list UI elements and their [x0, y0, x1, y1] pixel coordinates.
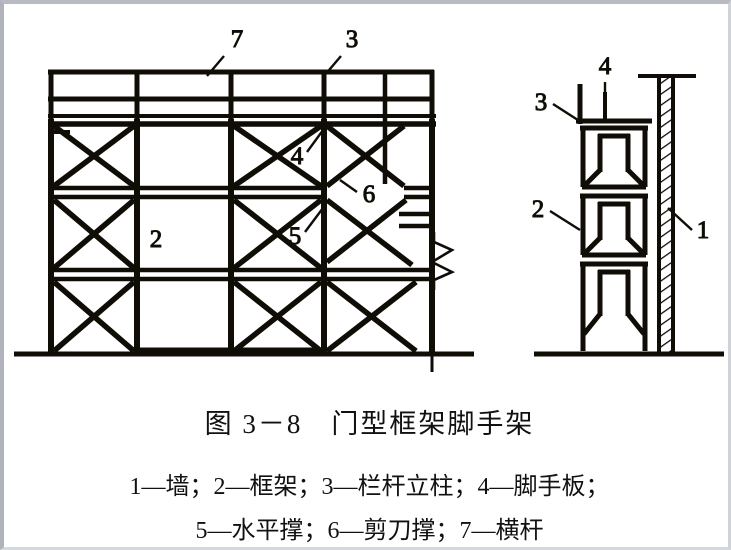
brace-D2-b: [325, 197, 408, 265]
callout-3-elevation: 3: [323, 26, 359, 77]
cross-brace-bay-D: [325, 123, 418, 354]
guardrail-assembly: [48, 69, 436, 184]
scaffold-technical-drawing: 7 3 4 6 5 2: [14, 26, 724, 372]
ledgers: [51, 185, 432, 282]
callout-5-elevation: 5: [288, 203, 327, 251]
callout-layer: 7 3 4 6 5 2: [149, 26, 710, 254]
callout-1-section: 1: [667, 207, 710, 245]
elevation-view: [14, 69, 474, 372]
gf3-flare-right: [626, 312, 646, 336]
callout-4-elevation: 4: [290, 125, 327, 171]
callout-5-leader: [304, 203, 327, 233]
callout-4-leader: [306, 125, 327, 153]
callout-3-section: 3: [534, 89, 582, 124]
figure-legend-line-1: 1—墙；2—框架；3—栏杆立柱；4—脚手板；: [129, 474, 610, 500]
callout-4-label: 4: [291, 143, 304, 170]
brace-C1-b: [232, 123, 323, 189]
figure-legend-line-2: 5—水平撑；6—剪刀撑；7—横杆: [195, 518, 544, 544]
callout-2-section: 2: [531, 196, 581, 232]
cross-brace-bay-A: [52, 123, 136, 354]
brace-C3-b: [232, 279, 323, 354]
section-view: [534, 74, 724, 357]
callout-2s-leader: [549, 209, 581, 232]
callout-2s-label: 2: [532, 196, 545, 223]
callout-7-label: 7: [231, 26, 244, 53]
wall-hatch-body: [659, 76, 673, 352]
gf1-flare-left: [582, 168, 602, 188]
callout-3-label: 3: [346, 26, 359, 53]
figure-title: 图 3－8 门型框架脚手架: [204, 409, 535, 439]
callout-7-leader: [206, 55, 225, 77]
callout-4-section: 4: [598, 53, 612, 116]
cross-brace-bay-C: [232, 123, 323, 354]
gate-frame-top: [580, 125, 648, 190]
callout-6-label: 6: [363, 181, 376, 208]
gf3-flare-left: [582, 312, 602, 336]
break-line: [429, 232, 456, 290]
brace-D1-b: [325, 123, 406, 189]
horizontal-brace-stubs: [399, 211, 434, 229]
callout-5-label: 5: [289, 223, 302, 250]
gate-frame-bottom: [580, 261, 648, 351]
callout-3-leader: [323, 55, 342, 77]
callout-3s-leader: [552, 102, 582, 124]
callout-4s-label: 4: [599, 53, 612, 80]
standards: [48, 119, 435, 354]
callout-1s-label: 1: [697, 217, 710, 244]
brace-D2-a: [325, 197, 414, 268]
callout-6-leader: [339, 179, 358, 193]
callout-1s-leader: [667, 207, 693, 231]
callout-2-elevation: 2: [149, 226, 163, 254]
gf2-flare-right: [626, 236, 646, 256]
brace-A3-b: [52, 279, 136, 354]
callout-7: 7: [206, 26, 244, 77]
brace-A1-b: [52, 123, 136, 189]
callout-6-elevation: 6: [339, 179, 376, 209]
callout-2-label: 2: [150, 226, 163, 253]
brace-A2-b: [52, 197, 136, 271]
callout-3s-label: 3: [535, 89, 548, 116]
gate-frame-middle: [580, 193, 648, 258]
brace-C2-b: [232, 197, 323, 271]
gf1-flare-right: [626, 168, 646, 188]
gf2-flare-left: [582, 236, 602, 256]
brace-D3-b: [325, 279, 418, 354]
